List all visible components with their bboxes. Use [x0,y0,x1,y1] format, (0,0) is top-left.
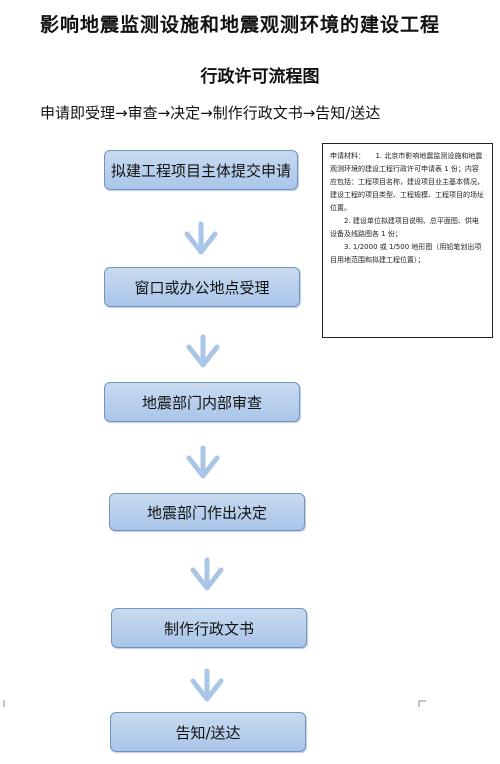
note-item-2: 2. 建设单位拟建项目说明、总平面图、供电设备及线路图各 1 份； [330,217,479,238]
note-item-3: 3. 1/2000 或 1/500 地形图（用铅笔划出项目用地范围和拟建工程位置… [330,243,482,264]
margin-corner-mark [3,700,5,707]
process-summary: 申请即受理→审查→决定→制作行政文书→告知/送达 [40,104,381,122]
step-box-internal-review[interactable]: 地震部门内部审查 [104,382,300,422]
step-box-notify-deliver[interactable]: 告知/送达 [110,712,306,752]
down-arrow-icon [186,445,220,479]
down-arrow-icon [190,557,224,591]
page-subtitle: 行政许可流程图 [200,67,320,87]
step-box-submit-application[interactable]: 拟建工程项目主体提交申请 [104,150,298,190]
step-box-window-acceptance[interactable]: 窗口或办公地点受理 [104,267,300,307]
note-item-1: 申请材料： 1. 北京市影响地震监测设施和地震观测环境的建设工程行政许可申请表 … [330,152,484,212]
down-arrow-icon [190,668,224,702]
page-title: 影响地震监测设施和地震观测环境的建设工程 [39,14,440,36]
step-box-make-document[interactable]: 制作行政文书 [111,608,307,648]
application-materials-note: 申请材料： 1. 北京市影响地震监测设施和地震观测环境的建设工程行政许可申请表 … [322,143,493,338]
margin-corner-mark [418,700,426,707]
down-arrow-icon [186,334,220,368]
down-arrow-icon [184,221,218,255]
step-box-decision[interactable]: 地震部门作出决定 [109,493,305,531]
